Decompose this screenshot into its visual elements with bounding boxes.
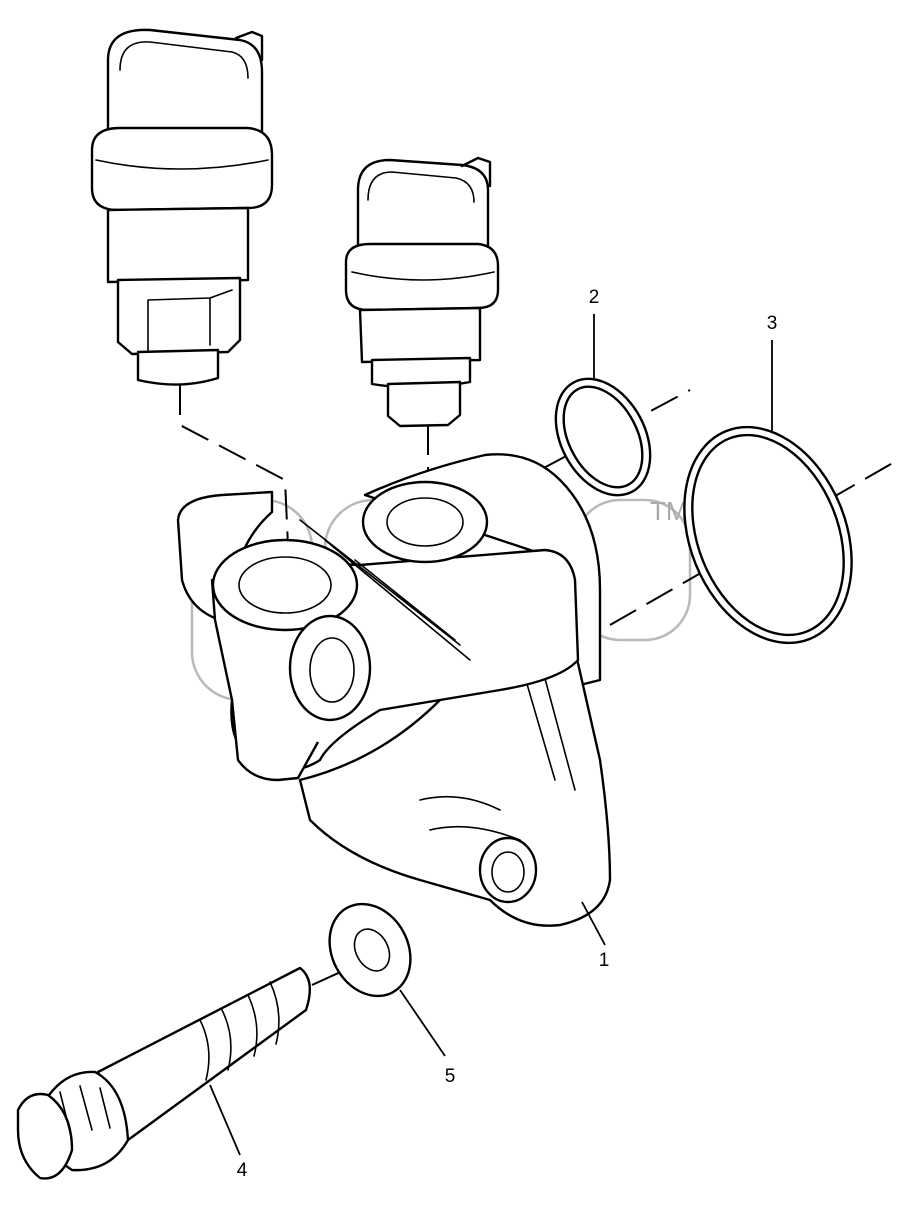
callout-4: 4 (237, 1160, 248, 1181)
washer (328, 902, 412, 998)
callout-5: 5 (445, 1066, 456, 1087)
adapter-body (176, 453, 612, 927)
large-pressure-sensor (90, 28, 274, 386)
o-ring-small (554, 377, 652, 497)
callout-2: 2 (589, 287, 600, 308)
watermark-tm: TM (650, 496, 688, 526)
o-ring-large (683, 425, 853, 645)
small-pressure-sensor (344, 156, 500, 428)
callout-1: 1 (599, 950, 610, 971)
callout-3: 3 (767, 313, 778, 334)
leader-lines (209, 314, 773, 1156)
callout-labels: 1 2 3 4 5 (237, 287, 778, 1181)
flange-bolt (16, 966, 312, 1180)
